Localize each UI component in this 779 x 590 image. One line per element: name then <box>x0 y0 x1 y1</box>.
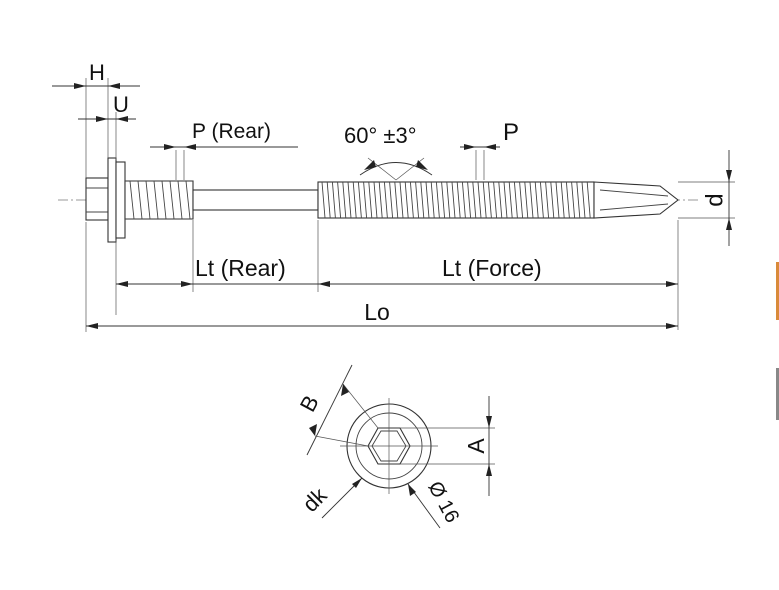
screw-hex-head <box>85 177 109 221</box>
dimension-thread-angle: 60° ±3° <box>344 123 433 181</box>
screw-washer <box>107 157 117 243</box>
dimension-U: U <box>78 92 136 160</box>
label-dk: dk <box>298 482 333 517</box>
dimension-P: P <box>460 119 519 180</box>
label-A: A <box>463 438 489 454</box>
label-diameter: Ø 16 <box>423 478 463 527</box>
dimension-P-rear: P (Rear) <box>150 120 298 180</box>
label-H: H <box>89 60 105 85</box>
edge-accent-mark <box>776 262 779 320</box>
label-d: d <box>701 193 728 206</box>
screw-end-view: B A dk Ø 16 <box>295 364 495 529</box>
rear-thread <box>124 180 194 220</box>
label-U: U <box>113 92 129 117</box>
label-Lo: Lo <box>364 299 390 325</box>
label-Lt-rear: Lt (Rear) <box>195 255 286 281</box>
dimension-Lt: Lt (Rear) Lt (Force) <box>115 220 679 330</box>
screw-seal <box>115 161 126 239</box>
label-Lt-force: Lt (Force) <box>442 255 542 281</box>
dimension-Lo: Lo <box>85 222 678 332</box>
drill-point <box>593 181 679 219</box>
edge-gray-mark <box>776 368 779 420</box>
label-P-rear: P (Rear) <box>192 120 271 143</box>
screw-side-view <box>58 157 700 243</box>
dimension-d: d <box>678 150 735 246</box>
force-thread <box>317 181 595 219</box>
screw-shank <box>192 189 319 211</box>
dimension-B-line <box>306 364 353 456</box>
label-thread-angle: 60° ±3° <box>344 123 417 148</box>
label-B: B <box>295 391 324 416</box>
dimension-H: H <box>52 60 140 178</box>
label-P: P <box>503 119 519 146</box>
